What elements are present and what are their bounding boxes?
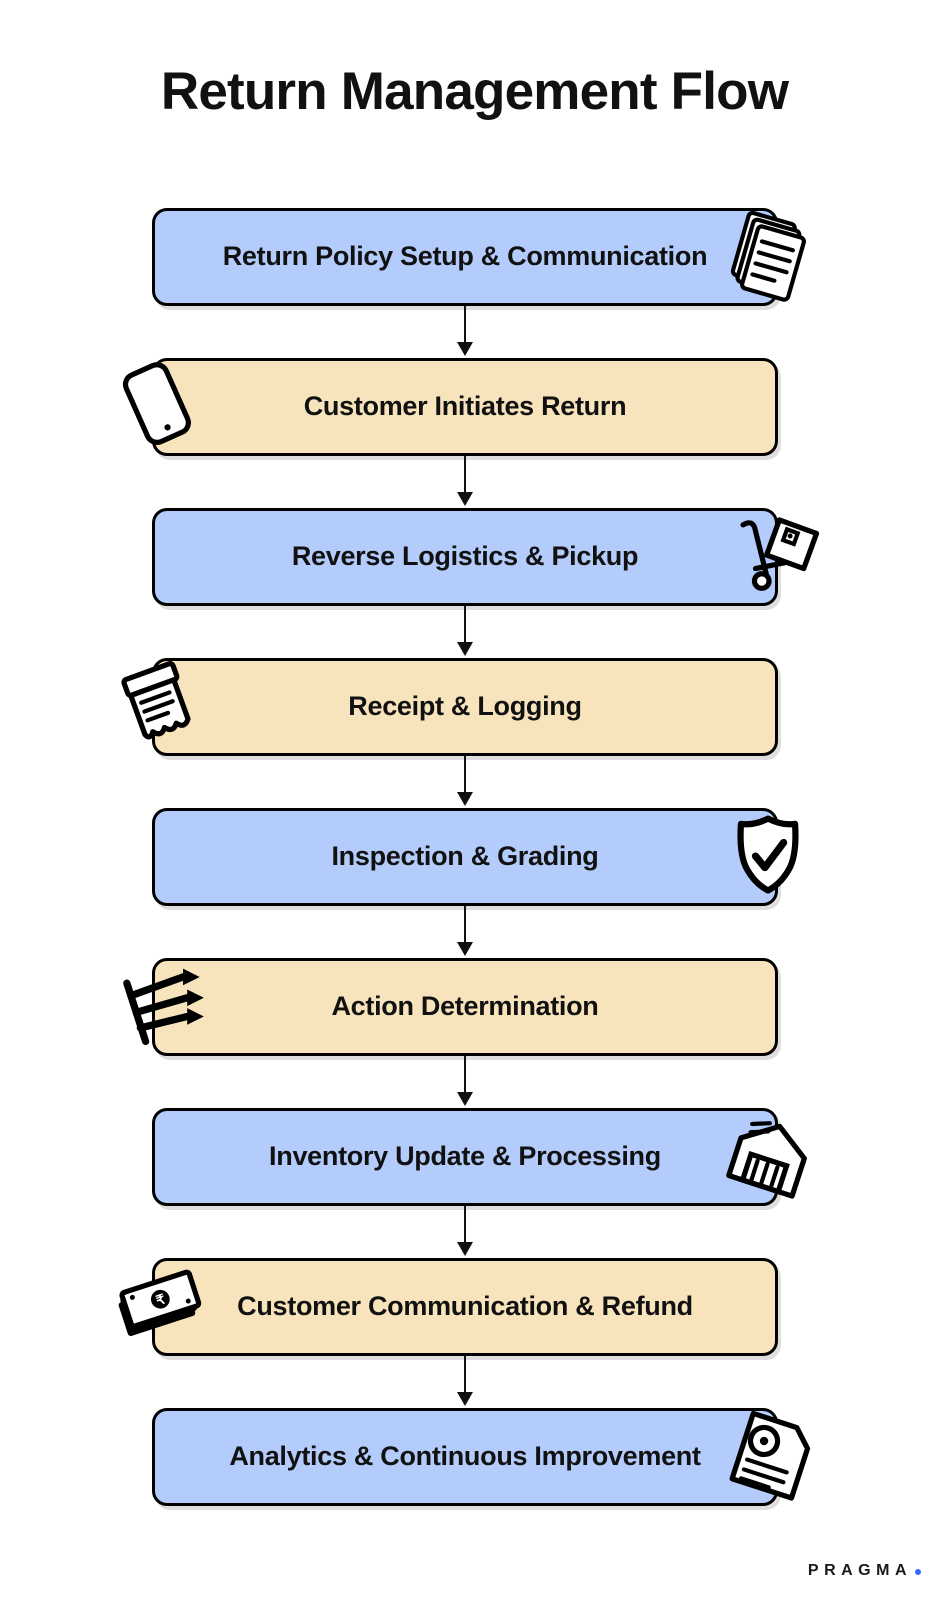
flow-step-7[interactable]: Inventory Update & Processing — [152, 1108, 807, 1206]
connector-6-7 — [152, 1056, 778, 1108]
connector-8-9 — [152, 1356, 778, 1408]
flow-step-3[interactable]: Reverse Logistics & Pickup — [152, 508, 820, 606]
page-title: Return Management Flow — [160, 62, 789, 121]
brand-dot-icon — [915, 1569, 921, 1575]
arrow-head-icon — [457, 1092, 473, 1106]
step-label-3: Reverse Logistics & Pickup — [291, 541, 639, 572]
connector-shaft — [463, 1356, 467, 1396]
step-label-7: Inventory Update & Processing — [269, 1141, 661, 1172]
flow-container: Return Policy Setup & Communication — [118, 208, 820, 1506]
arrow-head-icon — [457, 1392, 473, 1406]
connector-shaft — [463, 906, 467, 946]
connector-2-3 — [152, 456, 778, 508]
connector-7-8 — [152, 1206, 778, 1258]
step-label-2: Customer Initiates Return — [303, 391, 627, 422]
step-label-1: Return Policy Setup & Communication — [222, 241, 708, 272]
step-box-8[interactable]: Customer Communication & Refund — [152, 1258, 778, 1356]
brand-logo: PRAGMA — [808, 1562, 921, 1580]
step-label-9: Analytics & Continuous Improvement — [229, 1441, 701, 1472]
connector-shaft — [463, 756, 467, 796]
step-box-5[interactable]: Inspection & Grading — [152, 808, 778, 906]
connector-4-5 — [152, 756, 778, 808]
flow-step-1[interactable]: Return Policy Setup & Communication — [152, 208, 806, 306]
connector-shaft — [463, 306, 467, 346]
brand-name: PRAGMA — [807, 1562, 912, 1579]
flow-step-6[interactable]: Action Determination — [123, 958, 778, 1056]
flow-step-8[interactable]: Customer Communication & Refund ₹ — [118, 1258, 778, 1356]
flow-step-4[interactable]: Receipt & Logging — [121, 658, 778, 756]
arrow-head-icon — [457, 942, 473, 956]
arrow-head-icon — [457, 342, 473, 356]
step-box-4[interactable]: Receipt & Logging — [152, 658, 778, 756]
flow-step-9[interactable]: Analytics & Continuous Improvement — [152, 1408, 811, 1506]
step-box-9[interactable]: Analytics & Continuous Improvement — [152, 1408, 778, 1506]
flow-step-5[interactable]: Inspection & Grading — [152, 808, 799, 906]
step-box-2[interactable]: Customer Initiates Return — [152, 358, 778, 456]
step-label-4: Receipt & Logging — [348, 691, 582, 722]
arrow-head-icon — [457, 792, 473, 806]
arrow-head-icon — [457, 492, 473, 506]
arrow-head-icon — [457, 1242, 473, 1256]
connector-shaft — [463, 456, 467, 496]
step-box-3[interactable]: Reverse Logistics & Pickup — [152, 508, 778, 606]
connector-1-2 — [152, 306, 778, 358]
connector-5-6 — [152, 906, 778, 958]
arrow-head-icon — [457, 642, 473, 656]
step-label-6: Action Determination — [331, 991, 599, 1022]
step-box-1[interactable]: Return Policy Setup & Communication — [152, 208, 778, 306]
flow-step-2[interactable]: Customer Initiates Return — [122, 358, 778, 456]
connector-3-4 — [152, 606, 778, 658]
step-label-5: Inspection & Grading — [331, 841, 599, 872]
connector-shaft — [463, 606, 467, 646]
step-label-8: Customer Communication & Refund — [237, 1291, 693, 1322]
connector-shaft — [463, 1056, 467, 1096]
step-box-7[interactable]: Inventory Update & Processing — [152, 1108, 778, 1206]
connector-shaft — [463, 1206, 467, 1246]
step-box-6[interactable]: Action Determination — [152, 958, 778, 1056]
